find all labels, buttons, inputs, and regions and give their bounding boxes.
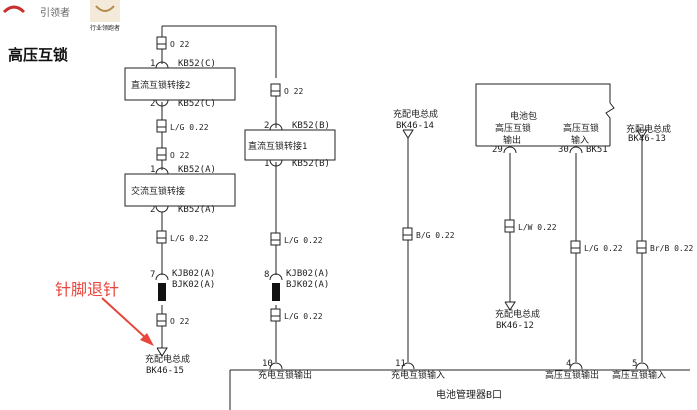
annotation-text: 针脚退针 — [55, 280, 120, 299]
battery-pack-label: 输入 — [571, 134, 589, 146]
harness-label: 充配电总成 — [626, 123, 671, 135]
connector-code: BJK02(A) — [172, 280, 215, 290]
harness-code: BK46-13 — [628, 134, 666, 144]
bms-pin-label: 充电互锁输出 — [258, 369, 312, 381]
pin-number: 8 — [264, 270, 269, 280]
block-label-dc-interlock-1: 直流互锁转接1 — [248, 140, 307, 152]
bms-pin-number: 4 — [566, 359, 571, 369]
connector-code: KB52(B) — [292, 121, 330, 131]
bms-pin-label: 高压互锁输出 — [545, 369, 599, 381]
battery-pack-label: 高压互锁 — [495, 122, 531, 134]
pin-number: 1 — [150, 165, 155, 175]
annotation-arrow — [101, 297, 154, 346]
wire-label: L/W 0.22 — [518, 223, 557, 232]
wire-label: B/G 0.22 — [416, 231, 455, 240]
wire-label: Br/B 0.22 — [650, 244, 694, 253]
pin-number: 2 — [150, 205, 155, 215]
connector-code: KB52(C) — [178, 59, 216, 69]
wire-connector-icons — [156, 36, 647, 327]
block-label-ac-interlock: 交流互锁转接 — [131, 185, 185, 197]
harness-code: BK46-15 — [146, 366, 184, 376]
connector-code: KJB02(A) — [286, 269, 329, 279]
bms-pin-number: 11 — [395, 359, 406, 369]
pin-number: 2 — [150, 99, 155, 109]
wire-label: O 22 — [170, 40, 189, 49]
pin-number: 1 — [264, 159, 269, 169]
logo-badge-text: 行业领跑者 — [90, 24, 120, 32]
pin-number: 1 — [150, 59, 155, 69]
pin-number: 2 — [264, 121, 269, 131]
bms-pin-label: 高压互锁输入 — [612, 369, 666, 381]
harness-label: 充配电总成 — [495, 308, 540, 320]
wire-label: L/G 0.22 — [170, 123, 209, 132]
logo-text: 引领者 — [40, 8, 70, 19]
connector-code: BK51 — [586, 145, 608, 155]
connector-code: KB52(A) — [178, 165, 216, 175]
connector-code: KB52(B) — [292, 159, 330, 169]
bms-title: 电池管理器B口 — [436, 388, 502, 401]
connector-code: KJB02(A) — [172, 269, 215, 279]
page-title: 高压互锁 — [8, 46, 69, 64]
bms-pin-label: 充电互锁输入 — [391, 369, 445, 381]
connector-code: KB52(A) — [178, 205, 216, 215]
harness-code: BK46-14 — [396, 121, 434, 131]
logo-mark-icon — [2, 5, 26, 14]
bms-pin-number: 5 — [632, 359, 637, 369]
pin-number: 30 — [558, 145, 569, 155]
harness-code: BK46-12 — [496, 321, 534, 331]
battery-pack-label: 电池包 — [510, 110, 537, 122]
connector-code: KB52(C) — [178, 99, 216, 109]
pin-number: 29 — [492, 145, 503, 155]
wire-label: O 22 — [170, 151, 189, 160]
battery-pack-label: 输出 — [503, 134, 521, 146]
pin-number: 7 — [150, 270, 155, 280]
connector-code: BJK02(A) — [286, 280, 329, 290]
wire-label: L/G 0.22 — [284, 236, 323, 245]
wire-label: L/G 0.22 — [170, 234, 209, 243]
harness-label: 充配电总成 — [145, 353, 190, 365]
wire-label: L/G 0.22 — [584, 244, 623, 253]
harness-label: 充配电总成 — [393, 108, 438, 120]
wire-label: O 22 — [284, 87, 303, 96]
wire-label: O 22 — [170, 317, 189, 326]
wire-label: L/G 0.22 — [284, 312, 323, 321]
bms-pin-number: 10 — [262, 359, 273, 369]
block-label-dc-interlock-2: 直流互锁转接2 — [131, 79, 190, 91]
logo-wing-icon — [95, 5, 115, 12]
battery-pack-label: 高压互锁 — [563, 122, 599, 134]
